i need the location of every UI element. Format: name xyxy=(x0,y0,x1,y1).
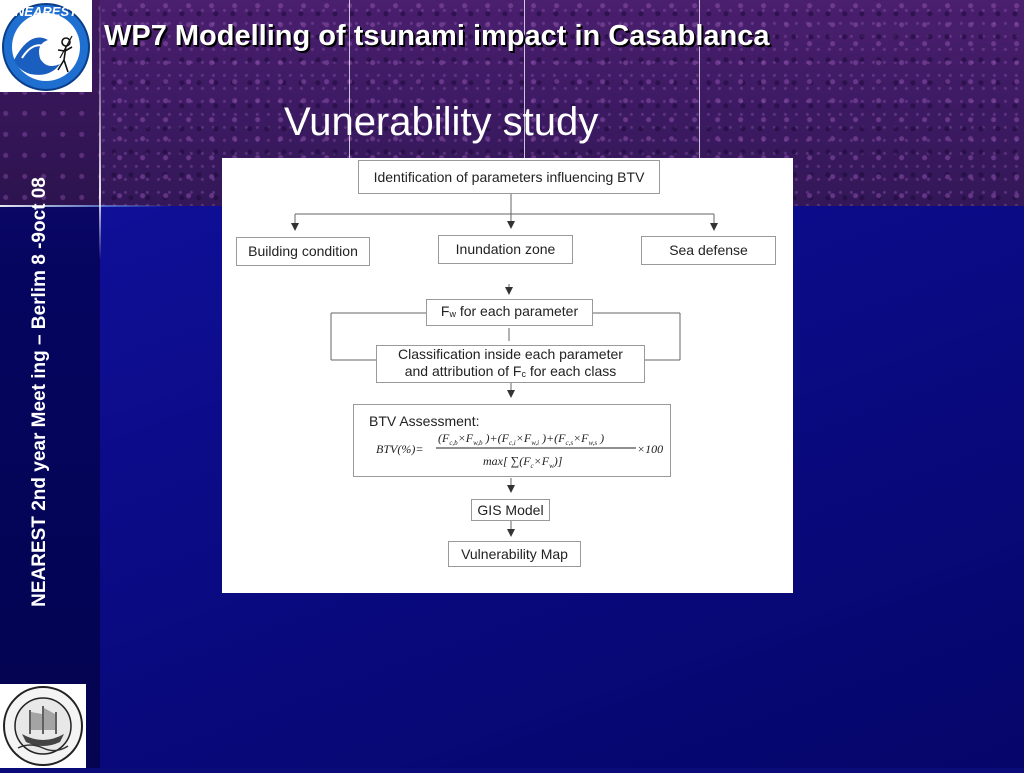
flowchart-diagram: Identification of parameters influencing… xyxy=(222,158,793,593)
divider-line xyxy=(524,0,525,160)
slide-subtitle: Vunerability study xyxy=(284,100,599,144)
gis-model-box: GIS Model xyxy=(471,499,550,521)
btv-formula: BTV(%)= (Fc,b×Fw,b )+(Fc,i×Fw,i )+(Fc,s×… xyxy=(376,431,663,470)
classification-line-2: and attribution of Fc for each class xyxy=(404,362,617,379)
btv-assessment-box: BTV Assessment: BTV(%)= (Fc,b×Fw,b )+(Fc… xyxy=(353,404,671,477)
fw-parameter-box: Fw for each parameter xyxy=(426,299,593,326)
classification-line-1: Classification inside each parameter xyxy=(398,345,623,362)
formula-numerator: (Fc,b×Fw,b )+(Fc,i×Fw,i )+(Fc,s×Fw,s ) xyxy=(438,431,604,447)
fw-label: Fw for each parameter xyxy=(440,302,579,319)
nearest-logo-text: NEAREST xyxy=(15,4,78,19)
sparkle-line xyxy=(0,205,170,207)
identify-parameters-box: Identification of parameters influencing… xyxy=(358,160,660,194)
classification-box: Classification inside each parameter and… xyxy=(376,345,645,383)
sea-defense-box: Sea defense xyxy=(641,236,776,265)
inundation-zone-box: Inundation zone xyxy=(438,235,573,264)
divider-line xyxy=(699,0,700,160)
slide-title: WP7 Modelling of tsunami impact in Casab… xyxy=(104,20,770,52)
btv-assessment-label: BTV Assessment: xyxy=(369,413,480,429)
university-seal-logo xyxy=(0,684,86,768)
sparkle-line xyxy=(99,0,101,260)
vulnerability-map-box: Vulnerability Map xyxy=(448,541,581,567)
divider-line xyxy=(349,0,350,160)
svg-text:×100: ×100 xyxy=(637,442,663,456)
formula-denominator: max[ ∑(Fc×Fw)] xyxy=(483,454,563,470)
side-caption: NEAREST 2nd year Meet ing – Berlim 8 -9o… xyxy=(29,177,50,607)
svg-text:BTV(%)=: BTV(%)= xyxy=(376,442,423,456)
nearest-logo: NEAREST xyxy=(0,0,92,92)
building-condition-box: Building condition xyxy=(236,237,370,266)
flowchart-connectors xyxy=(291,194,718,537)
